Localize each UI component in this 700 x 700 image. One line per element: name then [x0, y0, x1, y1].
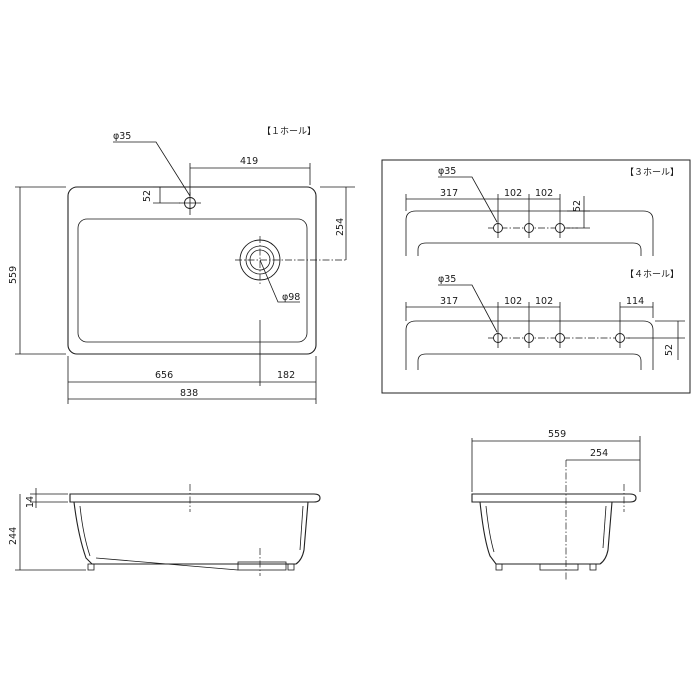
- front-view-bowl: [73, 501, 309, 565]
- front-view: 14 244: [8, 484, 321, 576]
- top-view-inner-bowl: [77, 218, 308, 343]
- four-hole-dim-c: 102: [535, 296, 553, 307]
- four-hole-title: 【４ホール】: [625, 269, 679, 280]
- top-view-outer-rim: [67, 186, 317, 355]
- four-hole-dim-a: 317: [440, 296, 458, 307]
- three-hole-dim-b: 102: [504, 188, 522, 199]
- side-view-left-foot: [495, 563, 503, 571]
- width-right-label: 182: [277, 370, 295, 381]
- side-view-rim: [471, 493, 637, 503]
- three-hole-dim-c: 102: [535, 188, 553, 199]
- front-rim-label: 14: [25, 496, 36, 508]
- side-view-bowl: [479, 501, 613, 565]
- three-hole-title: 【３ホール】: [625, 167, 679, 178]
- side-drain-offset-label: 254: [590, 448, 608, 459]
- drain-dia-label: φ98: [282, 292, 300, 303]
- top-view: 【１ホール】 φ35 419 52 254 φ98: [8, 126, 355, 404]
- front-view-rim: [69, 493, 321, 503]
- hole-options-panel: 【３ホール】 φ35 317 102 102 52 【４ホール】: [381, 159, 691, 394]
- four-hole-option: 【４ホール】 φ35 317 102 102 114: [405, 269, 685, 370]
- front-view-left-foot: [87, 563, 95, 571]
- hole-edge-label: 52: [142, 190, 153, 202]
- front-view-right-foot: [287, 563, 295, 571]
- front-view-slope: [95, 557, 239, 571]
- faucet-offset-label: 419: [240, 156, 258, 167]
- drain-offset-label: 254: [335, 218, 346, 236]
- side-view-right-foot: [589, 563, 597, 571]
- side-view: 559 254: [471, 429, 641, 580]
- four-hole-edge-label: 52: [664, 344, 675, 356]
- width-total-label: 838: [180, 388, 198, 399]
- three-hole-rim-outline: [405, 210, 654, 256]
- front-view-drain-body: [237, 561, 287, 571]
- three-hole-dia-label: φ35: [438, 166, 456, 177]
- front-view-inner-left: [79, 505, 91, 557]
- top-hole-dia-label: φ35: [113, 131, 131, 142]
- three-hole-dim-a: 317: [440, 188, 458, 199]
- front-view-inner-right: [299, 505, 304, 551]
- side-view-inner-right: [602, 505, 607, 549]
- three-hole-bowl-outline: [417, 242, 642, 256]
- front-height-label: 244: [8, 527, 19, 545]
- top-depth-label: 559: [8, 266, 19, 284]
- four-hole-dim-b: 102: [504, 296, 522, 307]
- side-depth-label: 559: [548, 429, 566, 440]
- four-hole-rim-outline: [405, 320, 654, 370]
- four-hole-dia-label: φ35: [438, 274, 456, 285]
- side-view-drain-body: [539, 563, 579, 571]
- three-hole-option: 【３ホール】 φ35 317 102 102 52: [405, 166, 679, 256]
- four-hole-dim-d: 114: [626, 296, 644, 307]
- side-view-inner-left: [485, 505, 495, 553]
- one-hole-title: 【１ホール】: [262, 126, 316, 137]
- four-hole-bowl-outline: [417, 353, 642, 370]
- width-left-label: 656: [155, 370, 173, 381]
- three-hole-edge-label: 52: [572, 200, 583, 212]
